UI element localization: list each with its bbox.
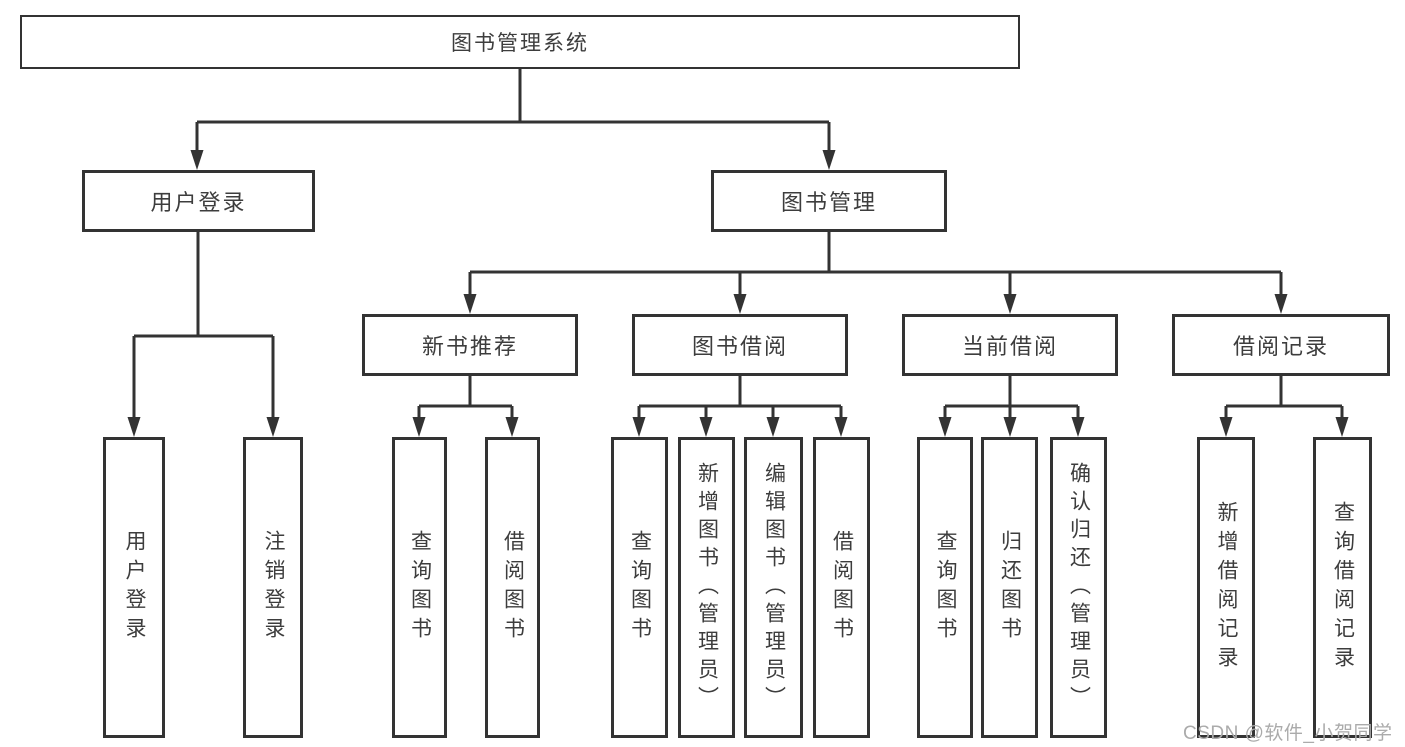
node-label: 新书推荐 bbox=[421, 334, 518, 359]
leaf-query-borrow-record: 查询借阅记录 bbox=[1313, 437, 1372, 738]
node-borrowing-records: 借阅记录 bbox=[1172, 314, 1390, 376]
leaf-user-login: 用户登录 bbox=[103, 437, 165, 738]
node-label: 用户登录 bbox=[123, 529, 146, 646]
node-label: 查询图书 bbox=[628, 529, 652, 646]
node-library-system: 图书管理系统 bbox=[20, 15, 1020, 69]
leaf-query-books-current: 查询图书 bbox=[917, 437, 973, 738]
node-book-borrowing: 图书借阅 bbox=[632, 314, 848, 376]
leaf-query-books-borrow: 查询图书 bbox=[611, 437, 668, 738]
node-label: 确认归还（管理员） bbox=[1067, 461, 1091, 714]
node-book-management: 图书管理 bbox=[711, 170, 947, 232]
csdn-watermark: CSDN @软件_小贺同学 bbox=[1183, 723, 1393, 744]
node-label: 用户登录 bbox=[150, 190, 247, 215]
node-new-book-recommend: 新书推荐 bbox=[362, 314, 578, 376]
leaf-logout: 注销登录 bbox=[243, 437, 303, 738]
node-user-login: 用户登录 bbox=[82, 170, 315, 232]
node-label: 新增图书（管理员） bbox=[695, 461, 719, 714]
node-current-borrowing: 当前借阅 bbox=[902, 314, 1118, 376]
node-label: 查询图书 bbox=[934, 529, 957, 646]
leaf-confirm-return-admin: 确认归还（管理员） bbox=[1050, 437, 1107, 738]
node-label: 查询借阅记录 bbox=[1331, 500, 1355, 675]
leaf-add-borrow-record: 新增借阅记录 bbox=[1197, 437, 1255, 738]
node-label: 当前借阅 bbox=[961, 334, 1058, 359]
leaf-return-book: 归还图书 bbox=[981, 437, 1038, 738]
node-label: 借阅图书 bbox=[501, 529, 525, 646]
leaf-borrow-books-recommend: 借阅图书 bbox=[485, 437, 540, 738]
node-label: 图书管理 bbox=[780, 190, 877, 215]
node-label: 新增借阅记录 bbox=[1215, 500, 1238, 675]
leaf-add-book-admin: 新增图书（管理员） bbox=[678, 437, 735, 738]
node-label: 图书管理系统 bbox=[451, 32, 589, 55]
node-label: 查询图书 bbox=[408, 529, 432, 646]
node-label: 借阅图书 bbox=[830, 529, 854, 646]
leaf-query-books-recommend: 查询图书 bbox=[392, 437, 447, 738]
node-label: 注销登录 bbox=[262, 529, 285, 646]
node-label: 编辑图书（管理员） bbox=[762, 461, 786, 714]
node-label: 图书借阅 bbox=[691, 334, 788, 359]
leaf-borrow-books-borrow: 借阅图书 bbox=[813, 437, 870, 738]
leaf-edit-book-admin: 编辑图书（管理员） bbox=[744, 437, 803, 738]
node-label: 借阅记录 bbox=[1232, 334, 1329, 359]
node-label: 归还图书 bbox=[998, 529, 1022, 646]
